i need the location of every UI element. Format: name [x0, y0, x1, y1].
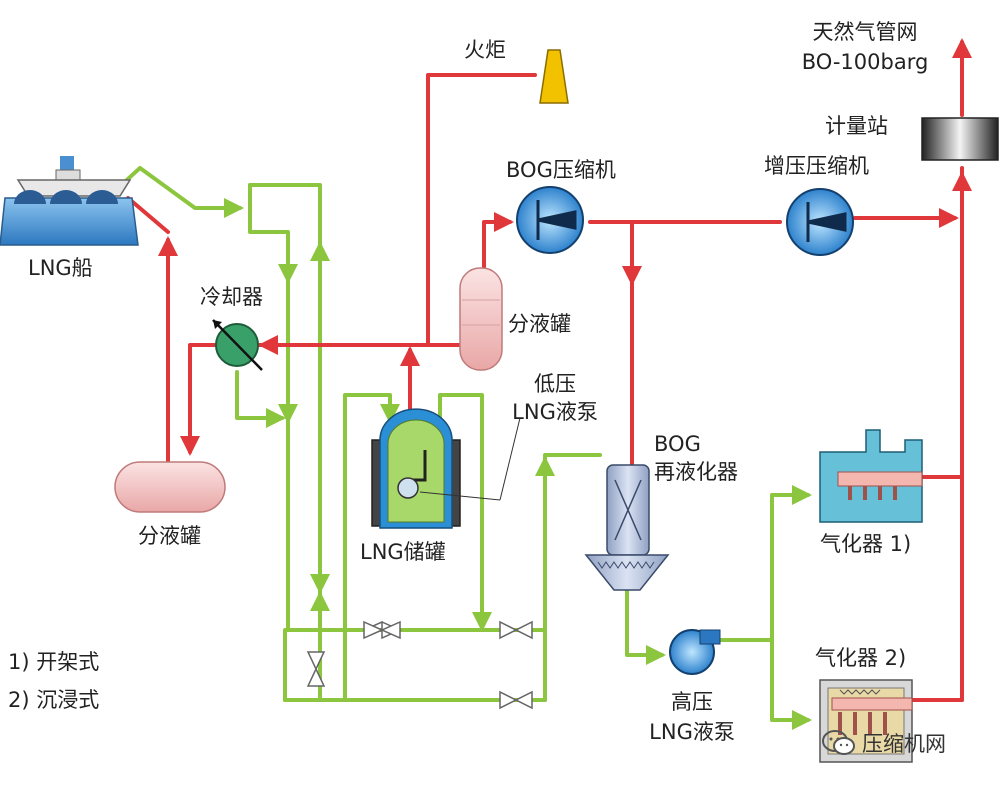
tank-return-line	[438, 393, 484, 632]
note-2: 2) 沉浸式	[8, 688, 100, 712]
flare-line	[426, 73, 537, 347]
liquid-down-main	[248, 183, 290, 632]
valve-icon	[306, 651, 326, 687]
valves	[306, 620, 533, 710]
hp-pump-icon	[669, 629, 721, 675]
separator-left-icon	[114, 461, 226, 513]
lng-ship-icon	[0, 156, 139, 246]
bog-compressor-label: BOG压缩机	[506, 158, 616, 182]
watermark-text: 压缩机网	[862, 732, 946, 756]
metering-station-label: 计量站	[825, 114, 888, 138]
lp-pump-icon	[397, 477, 419, 499]
cooler-icon	[212, 319, 263, 371]
valve-icon	[363, 620, 401, 640]
booster-compressor-icon	[786, 188, 854, 256]
vaporizer-2-label: 气化器 2)	[815, 646, 907, 670]
gas-lines	[126, 38, 972, 702]
gas-grid-label-2: BO-100barg	[801, 50, 929, 74]
valve-icon	[499, 690, 533, 710]
note-1: 1) 开架式	[8, 650, 100, 674]
gas-grid-label-1: 天然气管网	[812, 20, 918, 44]
separator-left-label: 分液罐	[138, 524, 201, 548]
bog-reliquefier-icon	[584, 464, 670, 591]
hp-pump-label-1: 高压	[671, 690, 713, 714]
flare-icon	[539, 49, 569, 104]
to-reliquefier-line	[543, 453, 602, 702]
flare-label: 火炬	[464, 38, 506, 62]
hp-pump-label-2: LNG液泵	[649, 720, 735, 744]
lp-pump-label-2: LNG液泵	[512, 400, 598, 424]
vaporizer-1-label: 气化器 1)	[820, 532, 912, 556]
lp-pump-label-1: 低压	[534, 372, 576, 396]
ship-label: LNG船	[28, 256, 93, 280]
vaporizer-1-icon	[819, 429, 923, 523]
storage-tank-label: LNG储罐	[360, 540, 446, 564]
valve-icon	[499, 620, 533, 640]
metering-station-icon	[921, 117, 999, 161]
booster-compressor-label: 增压压缩机	[764, 154, 869, 178]
ship-vapor-line	[126, 196, 170, 234]
lng-storage-tank-icon	[371, 408, 521, 529]
bog-compressor-icon	[516, 186, 584, 254]
reliquefier-label-1: BOG	[654, 432, 701, 456]
separator-center-label: 分液罐	[508, 312, 571, 336]
reliquefier-label-2: 再液化器	[654, 460, 738, 484]
cooler-label: 冷却器	[200, 285, 263, 309]
separator-center-icon	[459, 267, 503, 371]
wechat-icon	[822, 730, 855, 755]
ship-unloading-line	[116, 166, 244, 218]
watermark: 压缩机网	[822, 728, 946, 758]
